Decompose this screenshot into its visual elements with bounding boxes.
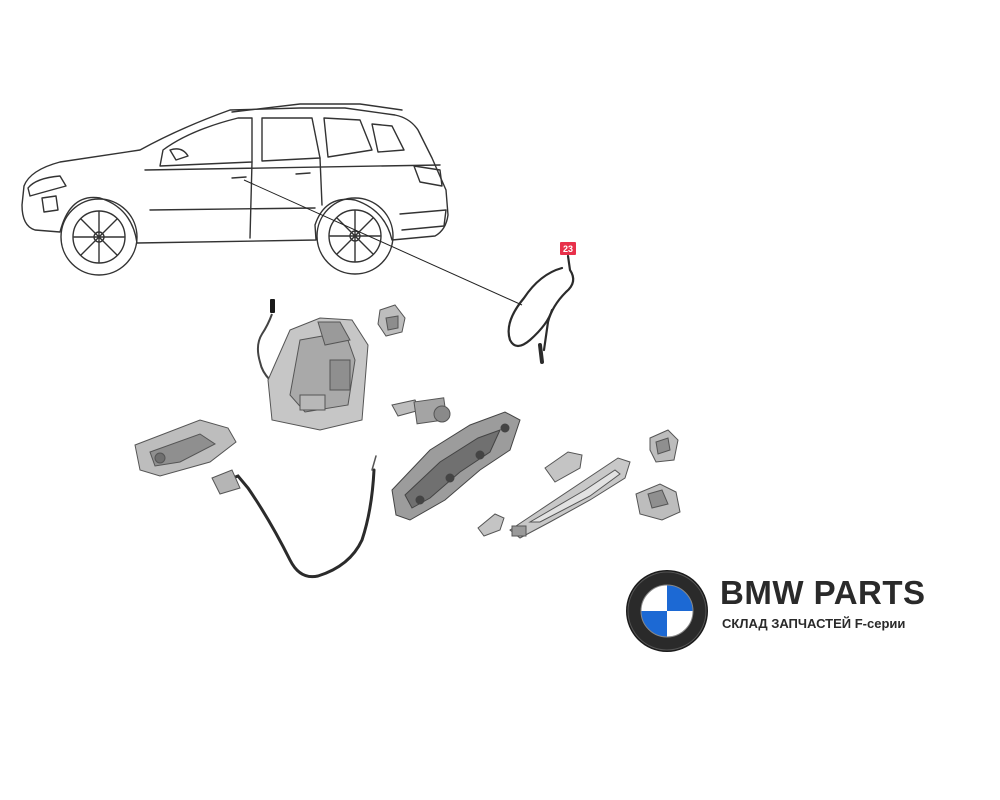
callout-23: 23 [560, 242, 576, 255]
door-lock-actuator-part [267, 317, 369, 431]
handle-carrier-part [391, 411, 521, 521]
bmw-logo [626, 570, 708, 652]
brand-title: BMW PARTS [720, 574, 926, 611]
lock-cylinder-part [391, 397, 451, 425]
small-gasket-part [477, 513, 505, 537]
interior-handle-part [134, 419, 237, 477]
small-bracket-part [377, 304, 406, 337]
gasket-part [544, 451, 583, 483]
callout-23-label: 23 [563, 244, 573, 254]
bowden-cable-part [507, 254, 575, 364]
door-cable-part [211, 455, 377, 579]
lock-rod-part [256, 313, 273, 381]
leader-line [243, 179, 523, 306]
car-outline-drawing [21, 103, 449, 276]
callout-1 [270, 299, 275, 313]
handle-cap-part [635, 429, 681, 521]
exterior-handle-part [509, 457, 631, 539]
brand-subtitle: СКЛАД ЗАПЧАСТЕЙ F-серии [722, 616, 906, 631]
